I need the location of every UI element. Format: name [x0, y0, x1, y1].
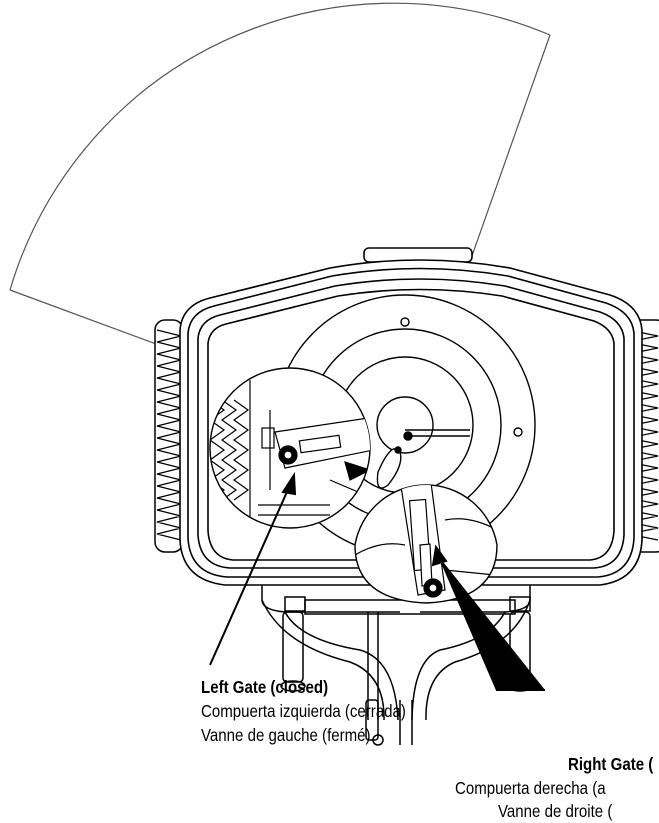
- left-gate-label-es: Compuerta izquierda (cerrada): [201, 701, 406, 721]
- left-gate-detail: [209, 367, 371, 529]
- deflector: [376, 446, 402, 489]
- right-gate-label-es: Compuerta derecha (a: [455, 778, 606, 798]
- right-gate-label-fr: Vanne de droite (: [498, 801, 613, 821]
- left-gate-label-fr: Vanne de gauche (fermé): [201, 725, 371, 745]
- left-gate-label-en: Left Gate (closed): [201, 677, 329, 697]
- right-gate-label-en: Right Gate (: [568, 754, 654, 774]
- left-wheel: [154, 319, 184, 553]
